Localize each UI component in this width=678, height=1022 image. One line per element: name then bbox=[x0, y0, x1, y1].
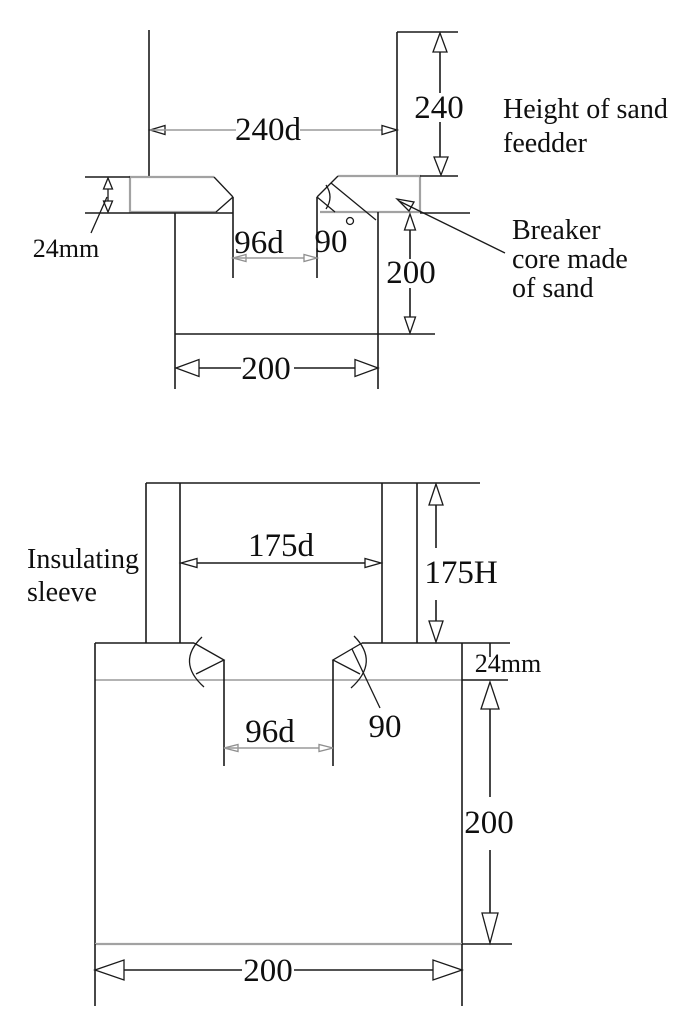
right-flange-chamfer-lower bbox=[316, 196, 336, 213]
upper-mold-diagram: 240 240d 24mm bbox=[33, 30, 668, 389]
dim-flange-thickness: 24mm bbox=[475, 649, 541, 678]
label-height-of-sand-feeder-line2: feedder bbox=[503, 128, 588, 159]
label-breaker-core-line1: Breaker bbox=[512, 215, 601, 246]
dim-chamfer-angle: 90 bbox=[315, 224, 348, 260]
dim-flange-thickness: 24mm bbox=[33, 234, 99, 263]
arrow-left-icon bbox=[174, 358, 200, 378]
right-chamfer-chevron bbox=[331, 642, 363, 675]
dim-feeder-height: 240 bbox=[414, 90, 464, 126]
left-chamfer-chevron bbox=[193, 642, 226, 675]
dim-90-leader-line bbox=[351, 648, 381, 709]
dim-90-leader-line bbox=[330, 182, 377, 221]
label-height-of-sand-feeder-line1: Height of sand bbox=[503, 94, 668, 125]
arrow-up-icon bbox=[480, 679, 500, 710]
right-angle-arc bbox=[350, 635, 367, 689]
dim-body-width: 200 bbox=[243, 953, 293, 989]
label-insulating-sleeve-line2: sleeve bbox=[27, 577, 97, 608]
dim-body-height: 200 bbox=[386, 255, 436, 291]
arrow-up-icon bbox=[403, 212, 417, 231]
dim-slot-width: 96d bbox=[245, 714, 295, 750]
dim-sprue-width: 240d bbox=[235, 112, 302, 148]
lower-mold-diagram: 175d 175H 96d 90 24mm bbox=[27, 481, 541, 1006]
right-flange-outline bbox=[320, 174, 422, 214]
arrow-right-icon bbox=[432, 959, 464, 981]
arrow-up-icon bbox=[102, 176, 114, 190]
dim-chamfer-angle: 90 bbox=[369, 709, 402, 745]
arrow-left-icon bbox=[93, 959, 125, 981]
arrow-down-icon bbox=[428, 620, 444, 645]
dim-body-width: 200 bbox=[241, 351, 291, 387]
breaker-leader-line bbox=[398, 200, 506, 254]
arrow-up-icon bbox=[428, 481, 444, 506]
dim-sleeve-height: 175H bbox=[424, 555, 497, 591]
label-insulating-sleeve-line1: Insulating bbox=[27, 544, 139, 575]
dim-body-height: 200 bbox=[464, 805, 514, 841]
chamfer-angle-arc bbox=[325, 184, 331, 210]
arrow-right-icon bbox=[303, 253, 320, 263]
dim-sleeve-width: 175d bbox=[248, 528, 315, 564]
arrow-down-icon bbox=[102, 200, 114, 214]
arrow-up-icon bbox=[432, 31, 448, 53]
arrow-right-icon bbox=[381, 124, 400, 136]
left-flange-outline bbox=[128, 175, 216, 214]
arrow-right-icon bbox=[354, 358, 380, 378]
dim-slot-width: 96d bbox=[234, 225, 284, 261]
label-breaker-core-line2: core made bbox=[512, 244, 628, 275]
degree-symbol-icon bbox=[345, 216, 355, 226]
arrow-right-icon bbox=[318, 743, 334, 753]
arrow-down-icon bbox=[433, 156, 449, 177]
arrow-down-icon bbox=[403, 316, 417, 335]
dim-24mm-leader-line bbox=[90, 196, 108, 234]
arrow-down-icon bbox=[481, 912, 499, 946]
label-breaker-core-line3: of sand bbox=[512, 273, 594, 304]
left-angle-arc bbox=[188, 636, 205, 688]
arrow-left-icon bbox=[178, 557, 198, 569]
arrow-right-icon bbox=[364, 557, 384, 569]
left-flange-chamfer-lower bbox=[215, 196, 234, 213]
left-flange-chamfer-upper bbox=[213, 176, 234, 198]
